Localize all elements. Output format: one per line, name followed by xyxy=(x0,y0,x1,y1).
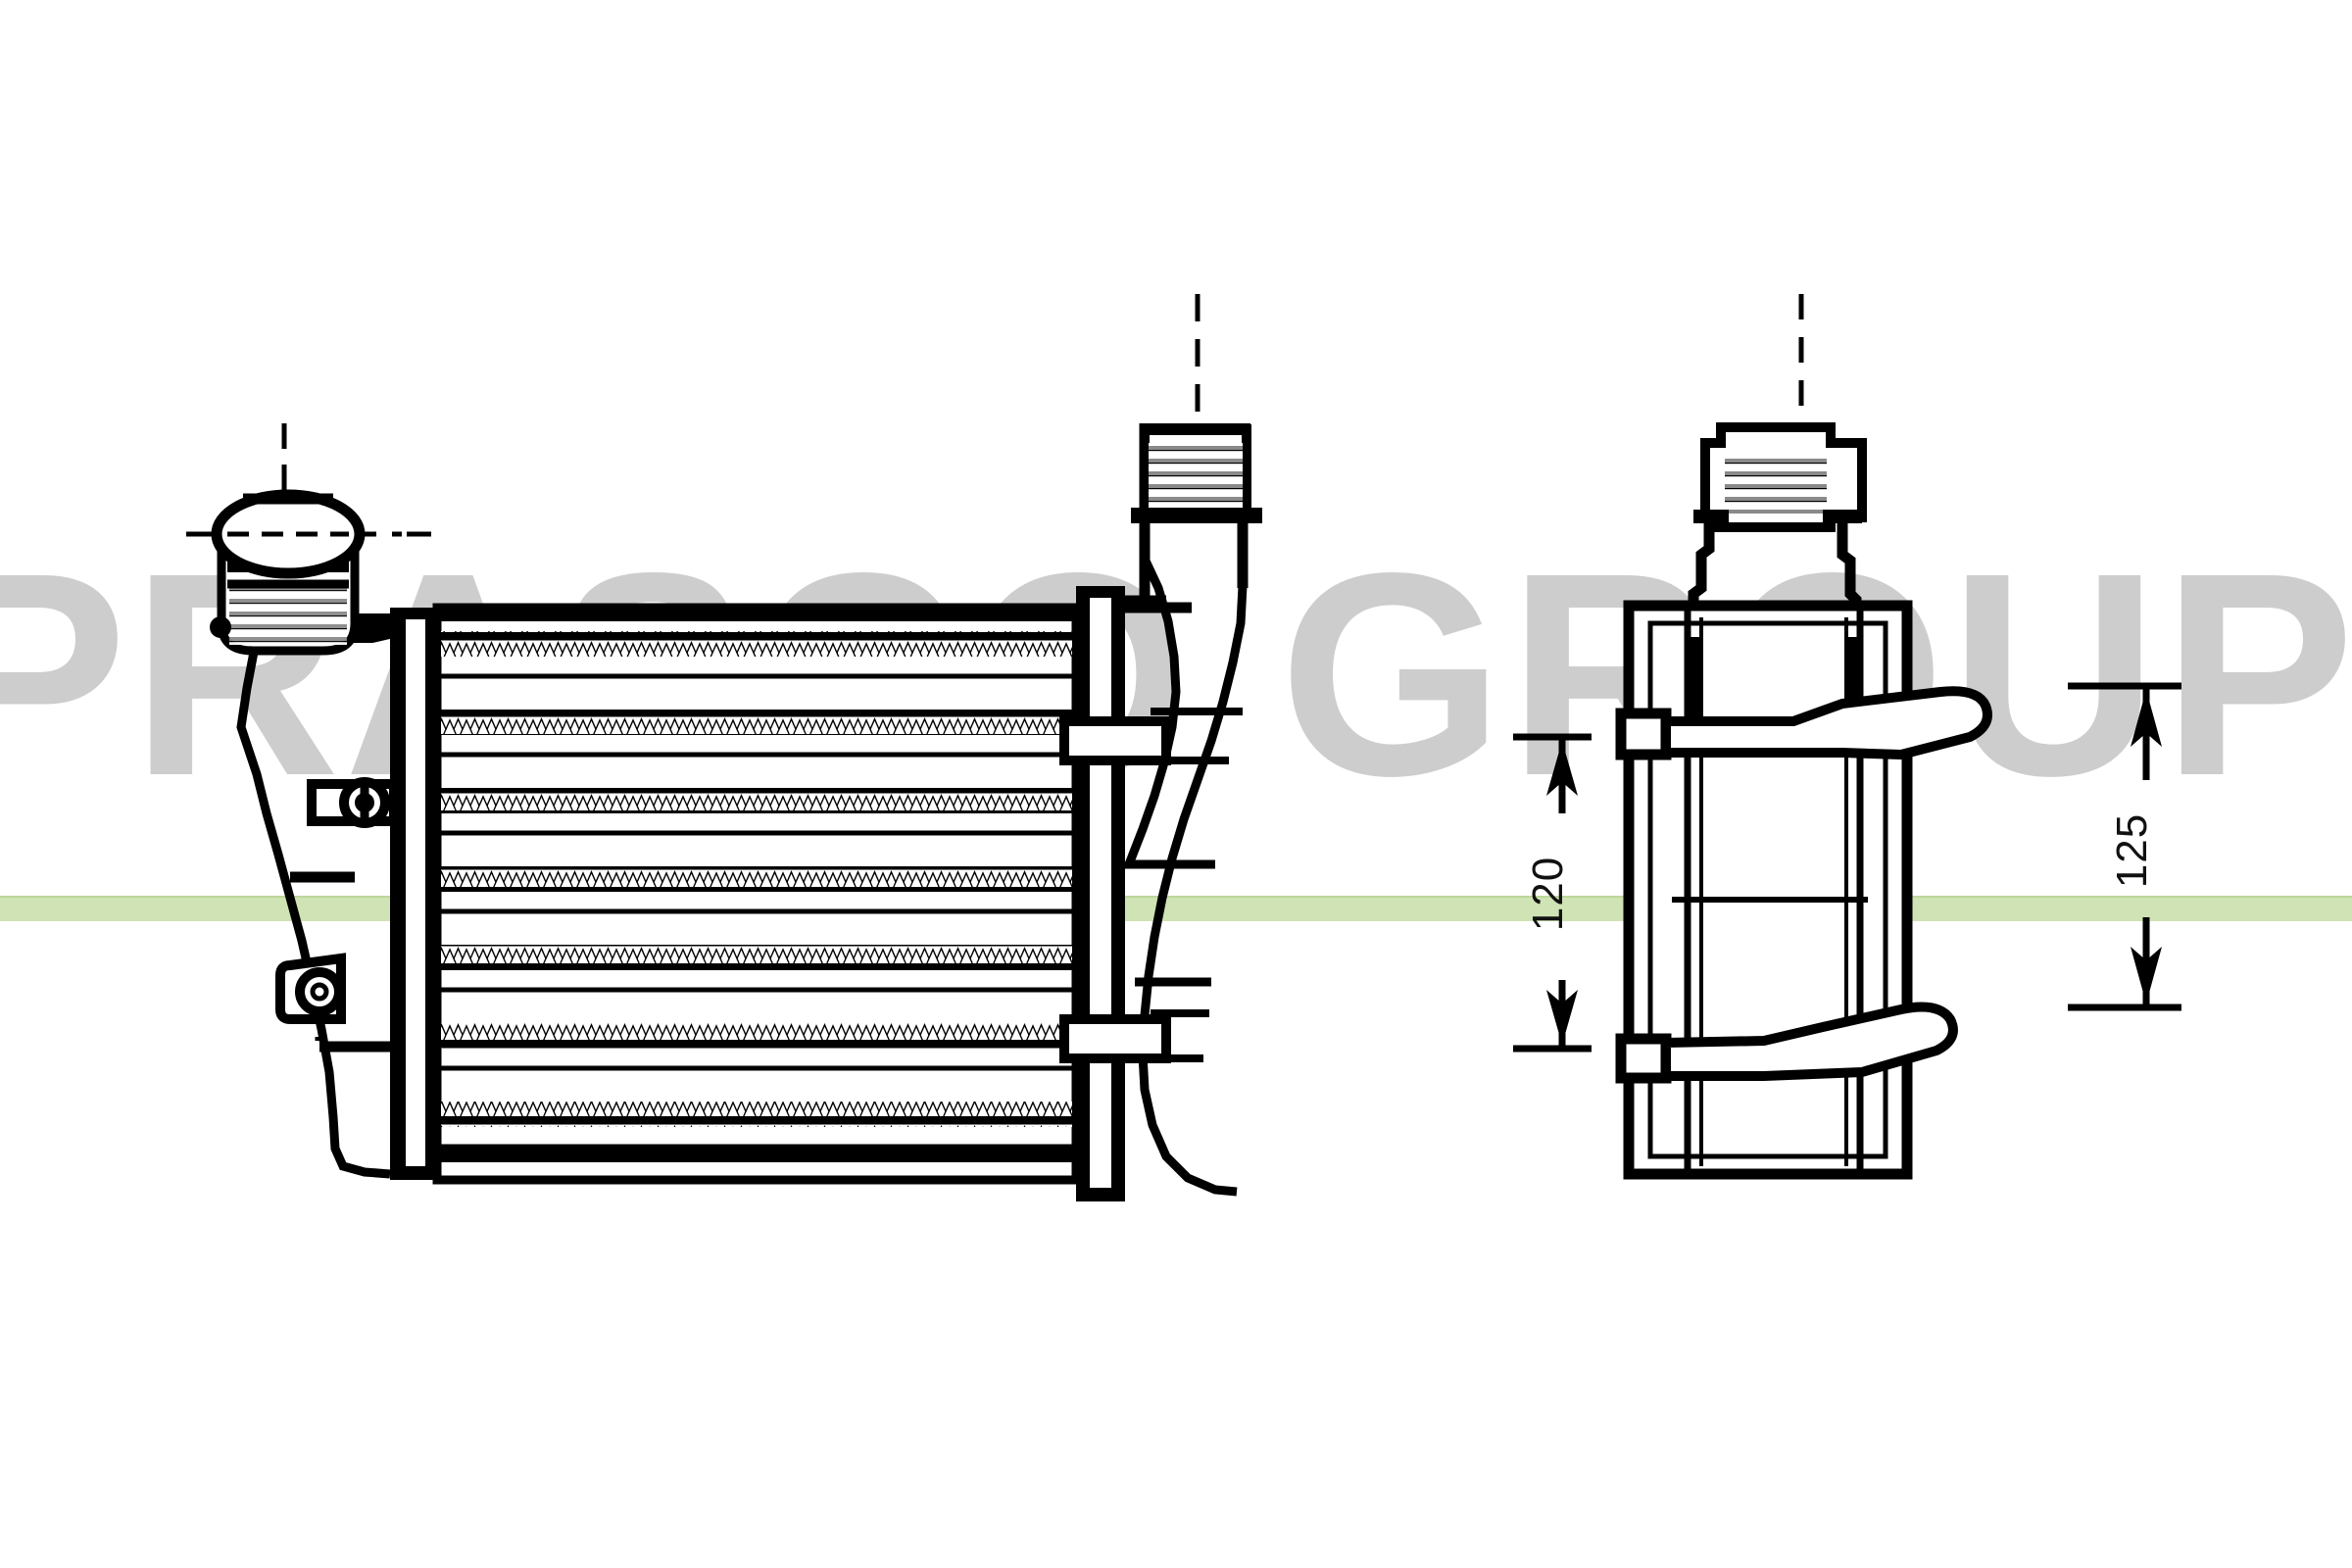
arrow-down-icon xyxy=(1546,990,1578,1045)
arrow-up-icon xyxy=(2131,690,2162,747)
left-inlet-port xyxy=(210,489,366,656)
dimension-120-label: 120 xyxy=(1524,857,1572,931)
arrow-down-icon xyxy=(2131,947,2162,1004)
core-fin-rows xyxy=(441,631,1072,1127)
mounting-boss-upper-left xyxy=(307,777,399,828)
dimension-125: 125 xyxy=(2068,682,2181,1011)
left-header-plate xyxy=(390,608,437,1180)
front-view xyxy=(186,294,1262,1201)
mounting-boss-lower-left xyxy=(275,953,346,1041)
side-view xyxy=(1615,294,1992,1180)
side-top-ribbed-neck xyxy=(1693,422,1867,532)
dimension-125-label: 125 xyxy=(2108,813,2156,888)
right-tank-body xyxy=(1138,585,1248,1197)
dimension-120: 120 xyxy=(1513,733,1592,1053)
arrow-up-icon xyxy=(1546,741,1578,796)
finned-core xyxy=(432,603,1081,1185)
top-right-outlet-port xyxy=(1131,294,1262,608)
right-header-plate xyxy=(1076,586,1125,1201)
side-upper-bracket xyxy=(1615,686,1992,760)
side-body-outline xyxy=(1623,600,1913,1180)
mounting-tab-lower-right xyxy=(1059,1009,1209,1063)
mounting-tab-upper-right xyxy=(1059,708,1243,765)
left-end-tank xyxy=(236,646,391,1179)
core-tube-rules xyxy=(441,673,1072,1150)
accent-band xyxy=(0,896,2352,921)
side-lower-bracket xyxy=(1615,1002,1958,1084)
